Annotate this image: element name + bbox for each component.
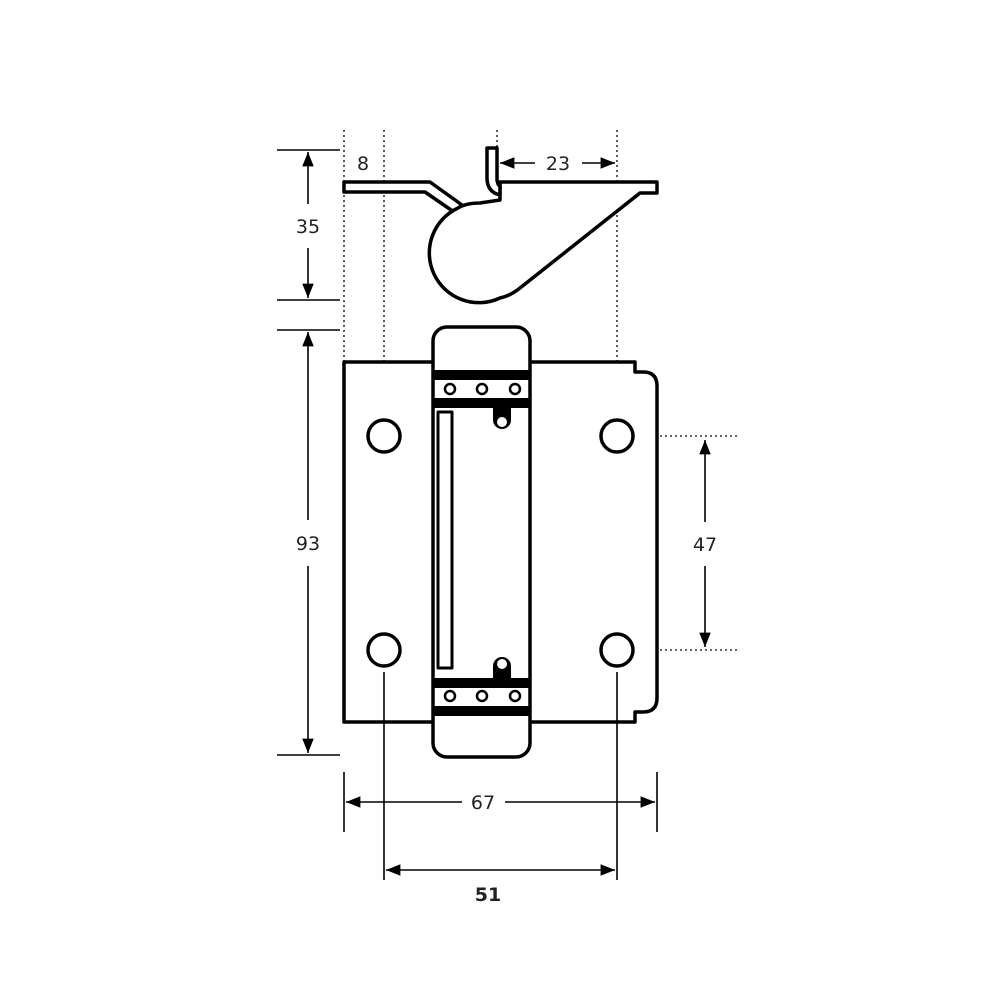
dim-overall-width: 67: [471, 792, 495, 814]
dim-hole-spacing-horizontal: 51: [475, 884, 501, 906]
screw-hole-icon: [599, 418, 635, 454]
hinge-top-profile: [342, 146, 659, 305]
screw-hole-icon: [599, 632, 635, 668]
hinge-front-view: [342, 325, 659, 759]
dimension-lines: [277, 149, 711, 880]
dim-profile-depth: 35: [296, 216, 320, 238]
screw-hole-icon: [366, 632, 402, 668]
dim-leaf-offset: 8: [357, 153, 369, 175]
dim-hole-spacing-vertical: 47: [693, 534, 717, 556]
dim-tab-to-hole: 23: [546, 153, 570, 175]
dim-height: 93: [296, 533, 320, 555]
screw-hole-icon: [366, 418, 402, 454]
